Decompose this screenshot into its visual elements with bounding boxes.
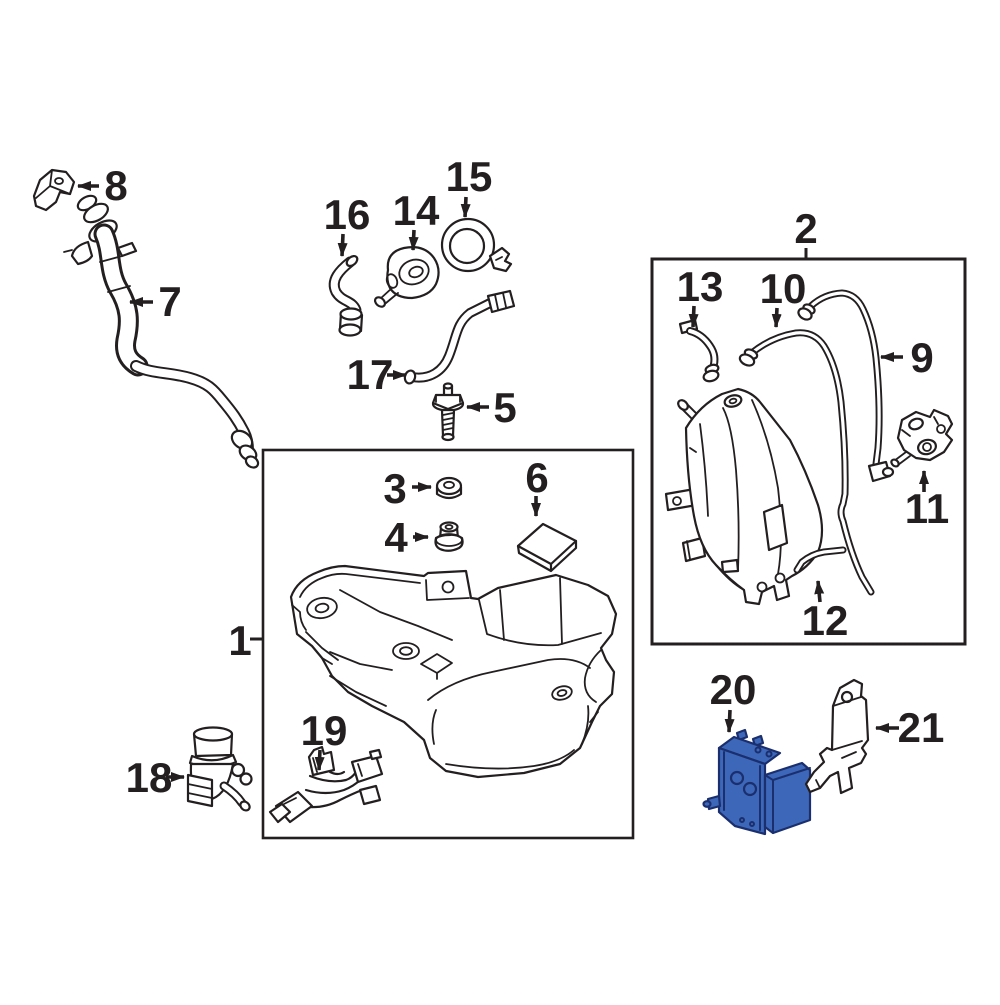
callout-20-label[interactable]: 20 [710, 666, 757, 713]
part-14-check-valve [373, 246, 440, 308]
callout-12-label[interactable]: 12 [802, 597, 849, 644]
callout-4-label[interactable]: 4 [384, 514, 408, 561]
callout-12[interactable]: 12 [802, 580, 849, 644]
part-6-tank-pad [516, 522, 578, 573]
callout-11-label[interactable]: 11 [905, 485, 949, 532]
part-19-wiring-harness [268, 745, 384, 824]
part-16-filler-hose [328, 254, 364, 337]
callout-17[interactable]: 17 [347, 351, 407, 398]
callout-10-label[interactable]: 10 [760, 265, 807, 312]
callout-5-label[interactable]: 5 [493, 384, 516, 431]
callout-11[interactable]: 11 [905, 470, 949, 532]
callout-9[interactable]: 9 [880, 334, 934, 381]
part-8-filler-vent-cap [32, 168, 76, 212]
part-18-vapor-pump [186, 726, 253, 812]
callout-3-label[interactable]: 3 [383, 465, 406, 512]
callout-13[interactable]: 13 [677, 263, 724, 328]
callout-20-arrow [724, 709, 735, 733]
callout-18-label[interactable]: 18 [126, 754, 173, 801]
part-10-vapor-hose [738, 329, 875, 596]
part-1-fuel-tank [289, 564, 618, 779]
callout-21[interactable]: 21 [875, 704, 945, 751]
callout-8-label[interactable]: 8 [104, 162, 127, 209]
callout-16-label[interactable]: 16 [324, 191, 371, 238]
callout-19-label[interactable]: 19 [301, 707, 348, 754]
callout-15-label[interactable]: 15 [446, 153, 493, 200]
callout-1-label[interactable]: 1 [228, 617, 251, 664]
callout-6[interactable]: 6 [525, 454, 549, 517]
callout-15[interactable]: 15 [446, 153, 493, 218]
callout-5[interactable]: 5 [466, 384, 517, 431]
part-9-vapor-tube [797, 289, 895, 483]
callout-15-arrow [460, 196, 471, 218]
part-5-bolt [431, 382, 465, 442]
callout-7-label[interactable]: 7 [158, 278, 181, 325]
part-21-module-bracket [804, 678, 870, 795]
part-13-vent-hose [678, 318, 720, 383]
callout-6-label[interactable]: 6 [525, 454, 548, 501]
callout-12-arrow [814, 580, 825, 603]
callout-8[interactable]: 8 [77, 162, 128, 209]
callout-10-arrow [771, 307, 782, 328]
callout-13-label[interactable]: 13 [677, 263, 724, 310]
group-box-fuel-tank [261, 448, 635, 840]
callout-14-arrow [408, 229, 419, 251]
callout-13-arrow [688, 305, 699, 328]
callout-18[interactable]: 18 [126, 754, 185, 801]
part-17-vent-tube [403, 289, 516, 385]
callout-9-label[interactable]: 9 [910, 334, 933, 381]
callout-2[interactable]: 2 [794, 205, 818, 260]
callout-20[interactable]: 20 [710, 666, 757, 733]
callout-2-label[interactable]: 2 [794, 205, 817, 252]
group-box-evap-canister [650, 257, 967, 646]
callout-10[interactable]: 10 [760, 265, 807, 328]
callout-1[interactable]: 1 [228, 617, 263, 664]
callout-16-arrow [337, 233, 348, 257]
callout-21-label[interactable]: 21 [898, 704, 945, 751]
callout-19-arrow [314, 749, 325, 771]
part-7-fuel-filler-pipe [63, 194, 260, 469]
callout-16[interactable]: 16 [324, 191, 371, 257]
callout-19[interactable]: 19 [301, 707, 348, 771]
part-20-fuel-pump-control-module[interactable] [702, 728, 812, 836]
part-2-evap-canister [664, 387, 824, 606]
part-12-canister-hose [793, 546, 847, 574]
callout-14[interactable]: 14 [393, 187, 440, 251]
callout-14-label[interactable]: 14 [393, 187, 440, 234]
part-11-leak-detection-pump [890, 408, 954, 468]
callout-17-label[interactable]: 17 [347, 351, 394, 398]
callout-4[interactable]: 4 [384, 514, 429, 561]
callout-7[interactable]: 7 [129, 278, 182, 325]
part-15-retainer-ring [440, 217, 513, 273]
part-3-grommet [435, 476, 463, 500]
callout-3[interactable]: 3 [383, 465, 432, 512]
part-4-grommet-bushing [434, 521, 464, 552]
